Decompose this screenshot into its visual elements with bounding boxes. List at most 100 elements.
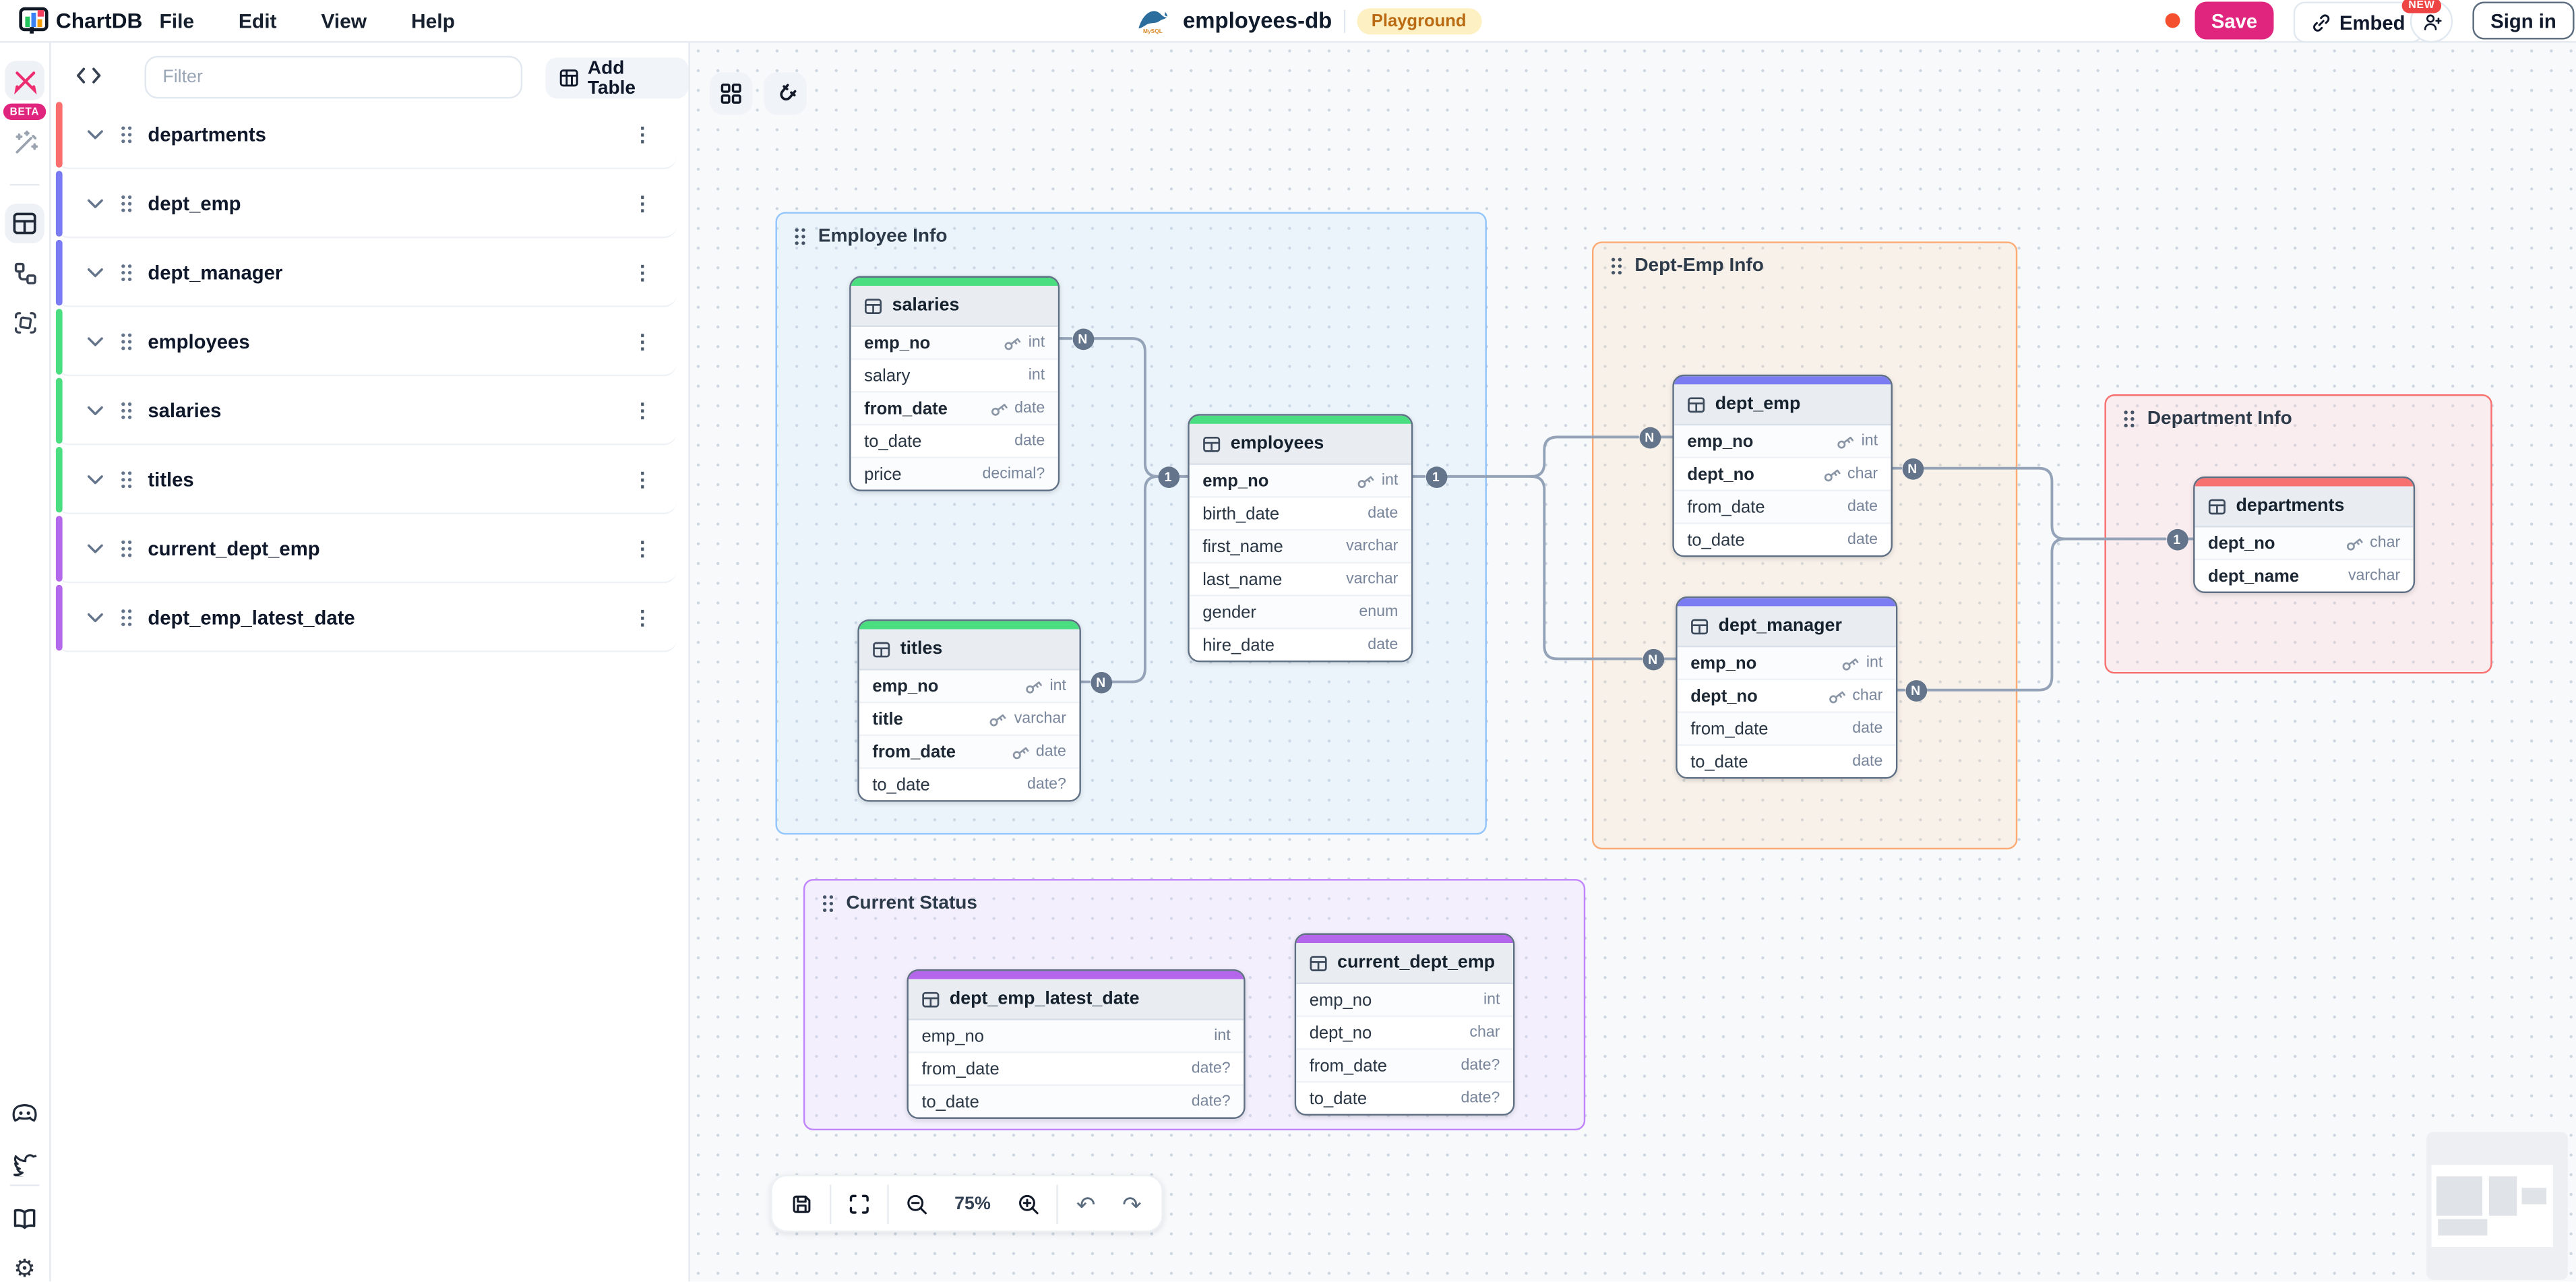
layout-grid-button[interactable] <box>710 72 753 115</box>
field-row-emp_no[interactable]: emp_no int <box>851 327 1058 359</box>
field-row-emp_no[interactable]: emp_no int <box>1189 464 1411 497</box>
tables-panel-icon[interactable] <box>5 204 44 243</box>
field-row-salary[interactable]: salary int <box>851 358 1058 392</box>
fit-view-button[interactable] <box>836 1182 882 1225</box>
table-list-item-dept_emp[interactable]: dept_emp ⋮ <box>55 171 677 239</box>
chevron-down-icon[interactable] <box>87 475 103 485</box>
field-row-hire_date[interactable]: hire_date date <box>1189 628 1411 661</box>
table-header[interactable]: departments <box>2195 486 2414 528</box>
discord-icon[interactable] <box>5 1093 44 1132</box>
drag-handle-icon[interactable] <box>120 263 133 282</box>
drag-handle-icon[interactable] <box>120 401 133 421</box>
kebab-menu-icon[interactable]: ⋮ <box>632 468 652 491</box>
kebab-menu-icon[interactable]: ⋮ <box>632 399 652 423</box>
magic-wand-icon[interactable] <box>5 123 44 163</box>
kebab-menu-icon[interactable]: ⋮ <box>632 330 652 354</box>
app-title[interactable]: ChartDB <box>55 8 143 33</box>
kebab-menu-icon[interactable]: ⋮ <box>632 537 652 561</box>
menu-help[interactable]: Help <box>410 9 455 32</box>
code-view-icon[interactable] <box>75 66 102 86</box>
table-node-departments[interactable]: departments dept_no char dept_name varch… <box>2193 476 2416 593</box>
field-row-title[interactable]: title varchar <box>859 701 1080 735</box>
field-row-from_date[interactable]: from_date date <box>851 391 1058 424</box>
field-row-gender[interactable]: gender enum <box>1189 594 1411 628</box>
drag-handle-icon[interactable] <box>120 539 133 559</box>
kebab-menu-icon[interactable]: ⋮ <box>632 123 652 146</box>
table-list-item-titles[interactable]: titles ⋮ <box>55 447 677 514</box>
field-row-emp_no[interactable]: emp_no int <box>1677 647 1896 679</box>
areas-icon[interactable] <box>5 303 44 342</box>
kebab-menu-icon[interactable]: ⋮ <box>632 261 652 284</box>
drag-handle-icon[interactable] <box>120 125 133 144</box>
field-row-dept_name[interactable]: dept_name varchar <box>2195 558 2414 592</box>
add-table-button[interactable]: Add Table <box>545 57 689 99</box>
table-node-employees[interactable]: employees emp_no int birth_date date fir… <box>1188 414 1413 663</box>
table-header[interactable]: dept_emp <box>1674 384 1891 426</box>
field-row-emp_no[interactable]: emp_no int <box>859 670 1080 702</box>
minimap[interactable] <box>2426 1132 2568 1280</box>
chevron-down-icon[interactable] <box>87 406 103 416</box>
field-row-to_date[interactable]: to_date date? <box>859 767 1080 801</box>
settings-gear-icon[interactable]: ⚙ <box>13 1254 36 1282</box>
field-row-from_date[interactable]: from_date date <box>859 734 1080 768</box>
field-row-dept_no[interactable]: dept_no char <box>2195 527 2414 559</box>
table-node-current_dept_emp[interactable]: current_dept_emp emp_no int dept_no char… <box>1294 933 1515 1116</box>
zoom-in-button[interactable] <box>1006 1182 1051 1225</box>
drag-handle-icon[interactable] <box>2122 409 2136 429</box>
drag-handle-icon[interactable] <box>120 332 133 351</box>
table-node-dept_emp_latest_date[interactable]: dept_emp_latest_date emp_no int from_dat… <box>907 969 1246 1119</box>
kebab-menu-icon[interactable]: ⋮ <box>632 606 652 630</box>
embed-button[interactable]: Embed <box>2293 1 2424 43</box>
drag-handle-icon[interactable] <box>1610 256 1624 276</box>
kebab-menu-icon[interactable]: ⋮ <box>632 192 652 216</box>
docs-book-icon[interactable] <box>5 1198 44 1238</box>
table-list-item-departments[interactable]: departments ⋮ <box>55 102 677 170</box>
filter-input[interactable] <box>144 55 523 99</box>
table-header[interactable]: titles <box>859 629 1080 671</box>
table-list-item-salaries[interactable]: salaries ⋮ <box>55 377 677 446</box>
field-row-emp_no[interactable]: emp_no int <box>1674 425 1891 457</box>
magnet-snap-button[interactable] <box>764 72 807 115</box>
chartdb-editor-icon[interactable] <box>5 61 44 100</box>
field-row-dept_no[interactable]: dept_no char <box>1674 456 1891 490</box>
drag-handle-icon[interactable] <box>793 226 807 246</box>
table-header[interactable]: employees <box>1189 423 1411 465</box>
table-header[interactable]: salaries <box>851 286 1058 328</box>
table-header[interactable]: dept_manager <box>1677 606 1896 648</box>
chevron-down-icon[interactable] <box>87 613 103 623</box>
field-row-to_date[interactable]: to_date date <box>1677 744 1896 777</box>
diagram-canvas[interactable]: Employee Info Dept-Emp Info Department I… <box>688 40 2576 1282</box>
field-row-from_date[interactable]: from_date date? <box>1296 1048 1513 1081</box>
field-row-from_date[interactable]: from_date date? <box>908 1051 1244 1085</box>
table-list-item-employees[interactable]: employees ⋮ <box>55 309 677 377</box>
chevron-down-icon[interactable] <box>87 544 103 554</box>
drag-handle-icon[interactable] <box>822 894 835 913</box>
table-list-item-dept_emp_latest_date[interactable]: dept_emp_latest_date ⋮ <box>55 584 677 652</box>
save-button[interactable]: Save <box>2195 1 2274 40</box>
field-row-dept_no[interactable]: dept_no char <box>1677 678 1896 712</box>
menu-edit[interactable]: Edit <box>238 9 277 32</box>
relationships-icon[interactable] <box>5 253 44 293</box>
chevron-down-icon[interactable] <box>87 199 103 209</box>
field-row-to_date[interactable]: to_date date <box>1674 522 1891 555</box>
field-row-from_date[interactable]: from_date date <box>1674 489 1891 523</box>
diagram-name[interactable]: employees-db <box>1183 8 1332 33</box>
chevron-down-icon[interactable] <box>87 268 103 278</box>
field-row-birth_date[interactable]: birth_date date <box>1189 496 1411 529</box>
field-row-first_name[interactable]: first_name varchar <box>1189 528 1411 562</box>
field-row-emp_no[interactable]: emp_no int <box>1296 984 1513 1016</box>
table-list-item-dept_manager[interactable]: dept_manager ⋮ <box>55 239 677 307</box>
redo-button[interactable]: ↷ <box>1122 1190 1142 1217</box>
field-row-to_date[interactable]: to_date date <box>851 423 1058 457</box>
chartdb-logo-icon[interactable] <box>18 5 49 36</box>
field-row-last_name[interactable]: last_name varchar <box>1189 561 1411 595</box>
field-row-to_date[interactable]: to_date date? <box>1296 1080 1513 1114</box>
table-list-item-current_dept_emp[interactable]: current_dept_emp ⋮ <box>55 516 677 584</box>
field-row-to_date[interactable]: to_date date? <box>908 1084 1244 1118</box>
zoom-level[interactable]: 75% <box>954 1193 991 1214</box>
drag-handle-icon[interactable] <box>120 470 133 489</box>
chevron-down-icon[interactable] <box>87 337 103 347</box>
undo-button[interactable]: ↶ <box>1076 1190 1096 1217</box>
drag-handle-icon[interactable] <box>120 608 133 628</box>
field-row-from_date[interactable]: from_date date <box>1677 711 1896 745</box>
